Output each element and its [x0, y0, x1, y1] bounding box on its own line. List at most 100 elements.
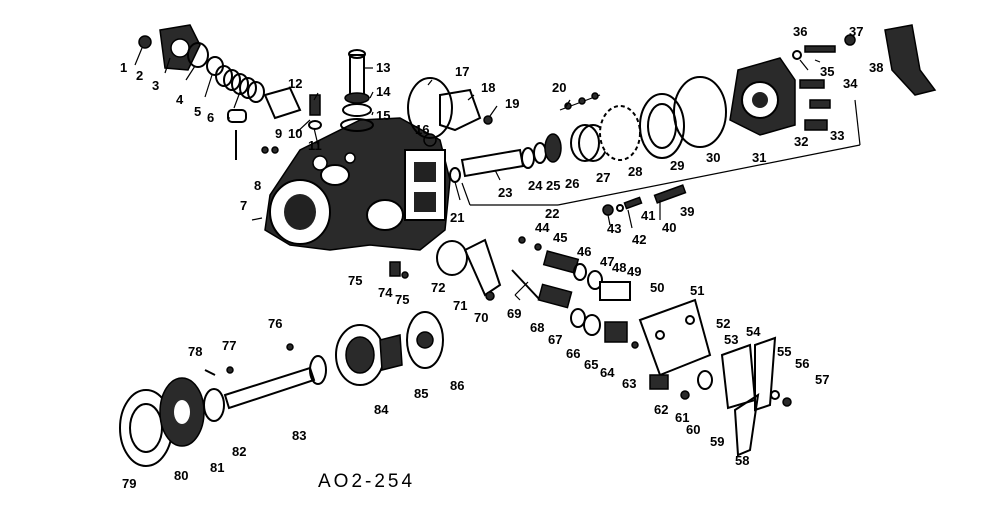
callout-36: 36: [793, 24, 807, 39]
callout-16: 16: [415, 122, 429, 137]
callout-48: 48: [612, 260, 626, 275]
callout-23: 23: [498, 185, 512, 200]
callout-71: 71: [453, 298, 467, 313]
callout-22: 22: [545, 206, 559, 221]
callout-27: 27: [596, 170, 610, 185]
callout-85: 85: [414, 386, 428, 401]
callout-56: 56: [795, 356, 809, 371]
callout-42: 42: [632, 232, 646, 247]
callout-59: 59: [710, 434, 724, 449]
callout-20: 20: [552, 80, 566, 95]
callout-84: 84: [374, 402, 389, 417]
reference-code: AO2-254: [318, 471, 415, 492]
callout-74: 74: [378, 285, 393, 300]
callout-77: 77: [222, 338, 236, 353]
callout-86: 86: [450, 378, 464, 393]
callout-5: 5: [194, 104, 201, 119]
bracket-group: [638, 298, 792, 457]
callout-46: 46: [577, 244, 591, 259]
callout-67: 67: [548, 332, 562, 347]
callout-30: 30: [706, 150, 720, 165]
callout-54: 54: [746, 324, 761, 339]
callout-8: 8: [254, 178, 261, 193]
callout-6: 6: [207, 110, 214, 125]
callout-31: 31: [752, 150, 766, 165]
callout-79: 79: [122, 476, 136, 491]
callout-55: 55: [777, 344, 791, 359]
callout-45: 45: [553, 230, 567, 245]
callout-13: 13: [376, 60, 390, 75]
callout-44: 44: [535, 220, 550, 235]
callout-53: 53: [724, 332, 738, 347]
callout-57: 57: [815, 372, 829, 387]
callout-35: 35: [820, 64, 834, 79]
callout-25: 25: [546, 178, 560, 193]
callout-38: 38: [869, 60, 883, 75]
callout-21: 21: [450, 210, 464, 225]
drive-shaft-group: [119, 311, 444, 467]
plunger-group: [511, 250, 639, 349]
callout-70: 70: [474, 310, 488, 325]
callout-72: 72: [431, 280, 445, 295]
governor-group: [449, 76, 727, 183]
leader-lines: [134, 47, 861, 301]
callout-34: 34: [843, 76, 858, 91]
callout-14: 14: [376, 84, 391, 99]
pump-housing: [264, 117, 451, 251]
callout-2: 2: [136, 68, 143, 83]
callout-60: 60: [686, 422, 700, 437]
callout-18: 18: [481, 80, 495, 95]
callout-52: 52: [716, 316, 730, 331]
callout-66: 66: [566, 346, 580, 361]
callout-80: 80: [174, 468, 188, 483]
callout-28: 28: [628, 164, 642, 179]
callout-58: 58: [735, 453, 749, 468]
callout-50: 50: [650, 280, 664, 295]
callout-19: 19: [505, 96, 519, 111]
callout-75: 75: [348, 273, 362, 288]
callout-11: 11: [308, 138, 322, 153]
callout-29: 29: [670, 158, 684, 173]
callout-75: 75: [395, 292, 409, 307]
callout-83: 83: [292, 428, 306, 443]
rear-cover-group: [729, 24, 937, 136]
callout-61: 61: [675, 410, 689, 425]
callout-9: 9: [275, 126, 282, 141]
callout-1: 1: [120, 60, 127, 75]
callout-68: 68: [530, 320, 544, 335]
callout-65: 65: [584, 357, 598, 372]
callout-33: 33: [830, 128, 844, 143]
callout-41: 41: [641, 208, 655, 223]
callout-7: 7: [240, 198, 247, 213]
callout-81: 81: [210, 460, 224, 475]
callout-24: 24: [528, 178, 543, 193]
callout-82: 82: [232, 444, 246, 459]
callout-26: 26: [565, 176, 579, 191]
bolt-parts: [518, 184, 687, 251]
callout-43: 43: [607, 221, 621, 236]
callout-4: 4: [176, 92, 184, 107]
callout-62: 62: [654, 402, 668, 417]
callout-3: 3: [152, 78, 159, 93]
callout-12: 12: [288, 76, 302, 91]
cover-plate-group: [407, 77, 493, 139]
plate-group: [389, 238, 502, 301]
callout-63: 63: [622, 376, 636, 391]
callout-32: 32: [794, 134, 808, 149]
callout-64: 64: [600, 365, 615, 380]
callout-51: 51: [690, 283, 704, 298]
callout-76: 76: [268, 316, 282, 331]
callout-15: 15: [376, 108, 390, 123]
callout-78: 78: [188, 344, 202, 359]
callout-37: 37: [849, 24, 863, 39]
callout-69: 69: [507, 306, 521, 321]
callout-10: 10: [288, 126, 302, 141]
callout-49: 49: [627, 264, 641, 279]
callout-17: 17: [455, 64, 469, 79]
callout-39: 39: [680, 204, 694, 219]
callout-47: 47: [600, 254, 614, 269]
callout-40: 40: [662, 220, 676, 235]
